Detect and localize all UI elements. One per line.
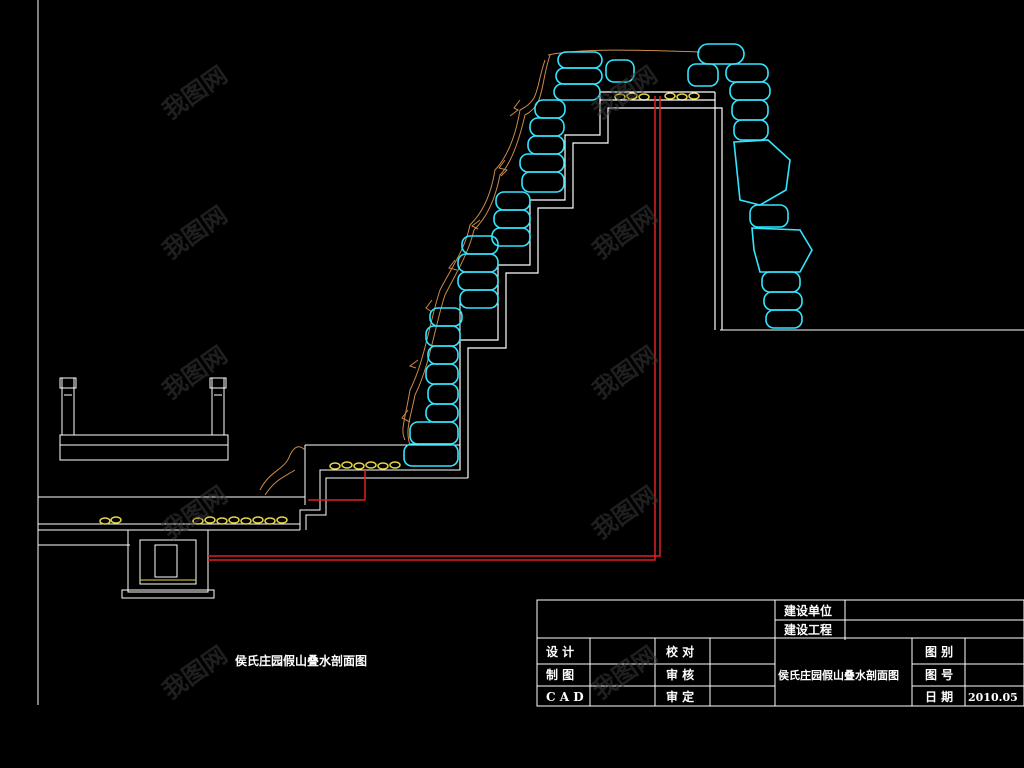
check-label: 校 对: [666, 644, 694, 659]
approve-label: 审 定: [666, 689, 694, 704]
rockwork: [403, 43, 813, 467]
soil-grass: [259, 49, 701, 496]
title-block: 建设单位 建设工程 设 计 校 对 制 图 审 核 C A D 审 定 侯氏庄园…: [536, 599, 1024, 707]
number-label: 图 号: [925, 667, 953, 682]
draw-label: 制 图: [546, 667, 574, 682]
watermarks: 我图网 我图网 我图网 我图网 我图网 我图网 我图网 我图网 我图网 我图网: [157, 61, 662, 705]
category-label: 图 别: [925, 645, 953, 659]
watermark-10: 我图网: [587, 641, 662, 705]
client-label: 建设单位: [783, 603, 832, 618]
ground-lines: [38, 329, 1024, 546]
watermark-4: 我图网: [587, 201, 662, 265]
drawing-title: 侯氏庄园假山叠水剖面图: [235, 653, 367, 668]
project-label: 建设工程: [783, 622, 832, 637]
stone-railing: [59, 377, 229, 461]
watermark-1: 我图网: [157, 61, 232, 125]
design-label: 设 计: [546, 644, 574, 659]
watermark-6: 我图网: [587, 341, 662, 405]
cad-label: C A D: [546, 690, 584, 704]
water-pipe: [208, 96, 661, 561]
cascade-structure: [459, 91, 723, 478]
watermark-9: 我图网: [157, 641, 232, 705]
drawing-name: 侯氏庄园假山叠水剖面图: [778, 668, 899, 682]
watermark-3: 我图网: [157, 201, 232, 265]
lower-basin: [299, 300, 468, 530]
gravel: [99, 92, 700, 525]
watermark-8: 我图网: [587, 481, 662, 545]
date-value: 2010.05: [968, 691, 1018, 704]
watermark-7: 我图网: [157, 481, 232, 545]
review-label: 审 核: [666, 667, 694, 682]
pump-well: [121, 529, 215, 599]
date-label: 日 期: [925, 689, 953, 704]
